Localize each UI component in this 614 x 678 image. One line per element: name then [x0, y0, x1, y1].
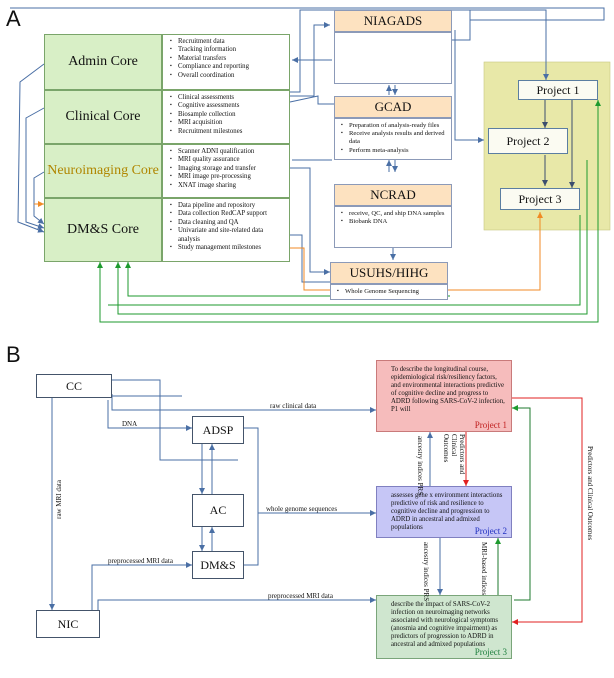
core-clinical: Clinical Core — [44, 90, 162, 144]
core-dms: DM&S Core — [44, 198, 162, 262]
node-nic: NIC — [36, 610, 100, 638]
project-3-box: describe the impact of SARS-CoV-2 infect… — [376, 595, 512, 659]
list-item: Recruitment milestones — [170, 128, 285, 137]
project-1-tag: Project 1 — [474, 419, 507, 430]
label-dna: DNA — [122, 420, 138, 428]
project-2-text: assesses gene x environment interactions… — [391, 492, 503, 532]
node-adsp: ADSP — [192, 416, 244, 444]
list-item: XNAT image sharing — [170, 182, 285, 191]
node-dms: DM&S — [192, 551, 244, 579]
list-item: Imaging storage and transfer — [170, 165, 285, 174]
core-admin-list: Recruitment dataTracking informationMate… — [162, 34, 290, 90]
list-item: Clinical assessments — [170, 94, 285, 103]
resource-niagads-body — [334, 32, 452, 84]
panel-a-label: A — [6, 6, 21, 31]
label-ancestry-prs-1: ancestry indices PRS — [416, 436, 424, 496]
label-raw-mri: raw MRI data — [55, 480, 63, 519]
project-1-text: To describe the longitudinal course, epi… — [391, 366, 505, 414]
list-item: Data pipeline and repository — [170, 202, 285, 211]
label-ancestry-prs-2: ancestry indices PRS — [422, 542, 430, 602]
core-admin: Admin Core — [44, 34, 162, 90]
resource-ncrad: NCRAD — [334, 184, 452, 206]
list-item: Perform meta-analysis — [341, 147, 447, 155]
list-item: Biosample collection — [170, 111, 285, 120]
resource-ncrad-list: receive, QC, and ship DNA samplesBiobank… — [334, 206, 452, 248]
list-item: Study management milestones — [170, 244, 285, 253]
list-item: Cognitive assessments — [170, 102, 285, 111]
project-1-box: To describe the longitudinal course, epi… — [376, 360, 512, 432]
list-item: Biobank DNA — [341, 218, 447, 226]
list-item: Tracking information — [170, 46, 285, 55]
node-cc: CC — [36, 374, 112, 398]
project-2-box: assesses gene x environment interactions… — [376, 486, 512, 538]
list-item: Compliance and reporting — [170, 63, 285, 72]
project-2-tag: Project 2 — [474, 525, 507, 536]
core-neuroimaging-list: Scanner ADNI qualificationMRI quality as… — [162, 144, 290, 198]
list-item: Whole Genome Sequencing — [337, 288, 443, 296]
label-pred-clin: Predictors and Clinical Outcomes — [442, 434, 466, 475]
core-clinical-list: Clinical assessmentsCognitive assessment… — [162, 90, 290, 144]
resource-niagads: NIAGADS — [334, 10, 452, 32]
label-mri-indices: MRI-based indices — [480, 542, 488, 596]
label-preproc-mri-1: preprocessed MRI data — [108, 557, 173, 565]
list-item: Preparation of analysis-ready files — [341, 122, 447, 130]
project-3-node: Project 3 — [500, 188, 580, 210]
label-preproc-mri-2: preprocessed MRI data — [268, 592, 333, 600]
core-neuroimaging: Neuroimaging Core — [44, 144, 162, 198]
list-item: MRI quality assurance — [170, 156, 285, 165]
resource-gcad-list: Preparation of analysis-ready filesRecei… — [334, 118, 452, 160]
project-3-text: describe the impact of SARS-CoV-2 infect… — [391, 601, 499, 649]
node-ac: AC — [192, 494, 244, 527]
resource-gcad: GCAD — [334, 96, 452, 118]
panel-b-label: B — [6, 342, 21, 367]
resource-usuhs-hihg: USUHS/HIHG — [330, 262, 448, 284]
project-3-tag: Project 3 — [474, 646, 507, 657]
list-item: MRI image pre-processing — [170, 173, 285, 182]
list-item: receive, QC, and ship DNA samples — [341, 210, 447, 218]
project-2-node: Project 2 — [488, 128, 568, 154]
label-pred-clin-long: Predictors and Clinical Outcomes — [586, 446, 594, 541]
list-item: Receive analysis results and derived dat… — [341, 130, 447, 146]
list-item: Data cleaning and QA — [170, 219, 285, 228]
list-item: Recruitment data — [170, 38, 285, 47]
list-item: MRI acquisition — [170, 119, 285, 128]
resource-usuhs-hihg-list: Whole Genome Sequencing — [330, 284, 448, 300]
list-item: Data collection RedCAP support — [170, 210, 285, 219]
list-item: Univariate and site-related data analysi… — [170, 227, 285, 244]
project-1-node: Project 1 — [518, 80, 598, 100]
list-item: Material transfers — [170, 55, 285, 64]
list-item: Scanner ADNI qualification — [170, 148, 285, 157]
list-item: Overall coordination — [170, 72, 285, 81]
label-wgs: whole genome sequences — [266, 505, 338, 513]
core-dms-list: Data pipeline and repositoryData collect… — [162, 198, 290, 262]
label-raw-clinical: raw clinical data — [270, 402, 317, 410]
